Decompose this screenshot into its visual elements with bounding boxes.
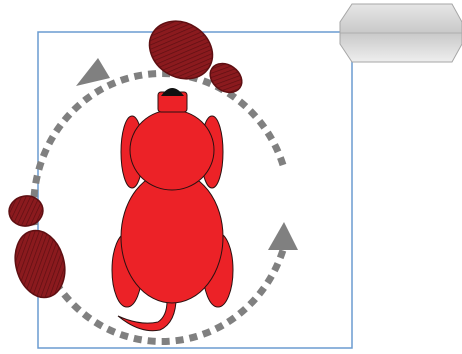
dog-body [121,171,223,303]
footprint-left-large [8,225,72,303]
arrowhead-upper-left [76,58,110,86]
hexagon-box-icon [340,4,462,62]
footprint-left-small [7,193,46,228]
arrowhead-lower-right [268,222,298,250]
dog-top-view-icon [112,88,233,331]
dog-shoulders [130,110,214,190]
